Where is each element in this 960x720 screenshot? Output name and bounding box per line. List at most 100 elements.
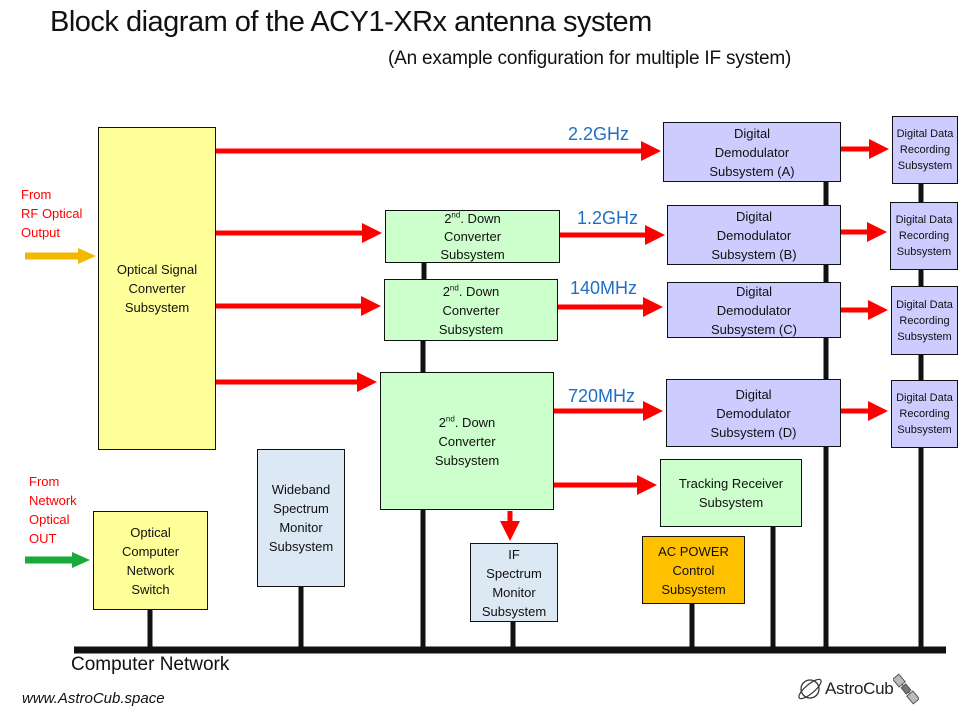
block-label-line: Computer <box>121 543 180 559</box>
ac-power-control-block[interactable]: AC POWER Control Subsystem <box>642 536 745 604</box>
down-converter-block-2[interactable]: 2nd. Down Converter Subsystem <box>384 279 558 341</box>
computer-network-label: Computer Network <box>71 654 230 675</box>
tracking-receiver-block[interactable]: Tracking Receiver Subsystem <box>660 459 802 527</box>
block-label-line: 2nd. Down <box>444 210 501 228</box>
ordinal-suffix: nd <box>451 210 461 220</box>
recording-block-4[interactable]: Digital Data Recording Subsystem <box>891 380 958 448</box>
website-link[interactable]: www.AstroCub.space <box>22 690 165 707</box>
block-label-line: IF <box>508 546 520 562</box>
block-label-line: Subsystem <box>440 246 505 262</box>
block-label-line: Subsystem <box>698 495 764 510</box>
block-label-line: Recording <box>898 230 950 242</box>
label-rest: . Down <box>460 210 501 226</box>
block-label-line: Subsystem (D) <box>710 424 797 440</box>
block-label-line: 2nd. Down <box>443 282 500 301</box>
down-converter-block-3[interactable]: 2nd. Down Converter Subsystem <box>380 372 554 510</box>
network-input-arrow <box>25 552 90 568</box>
network-input-label-line: Optical <box>29 512 70 527</box>
block-label-line: Monitor <box>492 584 536 600</box>
page-subtitle: (An example configuration for multiple I… <box>388 48 792 69</box>
block-label-line: Subsystem <box>897 330 952 343</box>
block-label-line: Recording <box>899 144 951 156</box>
block-label-line: Converter <box>442 302 500 318</box>
rf-input-label-line: From <box>21 187 52 202</box>
down-converter-block-1[interactable]: 2nd. Down Converter Subsystem <box>385 210 560 263</box>
block-label-line: Digital Data <box>895 214 953 226</box>
frequency-label-c: 140MHz <box>570 278 638 298</box>
network-input-label-line: From <box>29 474 60 489</box>
optical-network-switch-block[interactable]: Optical Computer Network Switch <box>93 511 208 610</box>
demodulator-block-b[interactable]: Digital Demodulator Subsystem (B) <box>667 205 841 265</box>
block-label-line: Converter <box>438 433 496 449</box>
block-label-line: Digital <box>735 283 773 299</box>
if-spectrum-monitor-block[interactable]: IF Spectrum Monitor Subsystem <box>470 543 558 622</box>
block-label-line: Spectrum <box>273 501 329 516</box>
rf-input-arrow <box>25 248 96 264</box>
block-label-line: Control <box>672 562 715 578</box>
ordinal: 2 <box>442 283 450 299</box>
network-input-label-line: Network <box>29 493 77 508</box>
block-label-line: Subsystem <box>897 424 952 436</box>
label-rest: . Down <box>454 414 496 430</box>
block-label-line: Subsystem <box>438 321 504 337</box>
block-label-line: 2nd. Down <box>439 413 496 432</box>
rf-input-label: From RF Optical Output <box>21 185 82 242</box>
block-label-line: Demodulator <box>716 405 791 421</box>
ordinal-suffix: nd <box>445 414 455 424</box>
block-label-line: Digital Data <box>896 128 954 140</box>
block-label-line: Subsystem <box>897 160 953 172</box>
block-label-line: Network <box>126 562 175 578</box>
block-label-line: Subsystem <box>661 581 726 597</box>
demodulator-block-c[interactable]: Digital Demodulator Subsystem (C) <box>667 282 841 338</box>
ordinal-suffix: nd <box>449 283 459 293</box>
block-label-line: Spectrum <box>486 565 542 581</box>
block-label-line: Converter <box>443 228 502 244</box>
block-label-line: Switch <box>131 581 170 597</box>
block-label-line: Demodulator <box>716 302 792 318</box>
network-input-label-line: OUT <box>29 531 57 546</box>
rf-input-label-line: Output <box>21 225 61 240</box>
block-label-line: Optical Signal <box>116 262 198 277</box>
demodulator-block-d[interactable]: Digital Demodulator Subsystem (D) <box>666 379 841 447</box>
block-label-line: AC POWER <box>658 543 729 559</box>
block-label-line: Optical <box>130 524 171 540</box>
frequency-label-d: 720MHz <box>568 386 636 406</box>
recording-block-1[interactable]: Digital Data Recording Subsystem <box>892 116 958 184</box>
block-label-line: Subsystem <box>268 539 334 554</box>
ordinal: 2 <box>444 210 452 226</box>
wideband-spectrum-monitor-block[interactable]: Wideband Spectrum Monitor Subsystem <box>257 449 345 587</box>
demodulator-block-a[interactable]: Digital Demodulator Subsystem (A) <box>663 122 841 182</box>
logo-text: AstroCub <box>825 679 894 698</box>
block-label-line: Subsystem (C) <box>711 321 797 337</box>
satellite-icon <box>893 673 920 705</box>
recording-block-3[interactable]: Digital Data Recording Subsystem <box>891 286 958 355</box>
block-label-line: Subsystem <box>124 300 190 315</box>
block-label-line: Monitor <box>279 520 323 535</box>
frequency-label-a: 2.2GHz <box>568 124 630 144</box>
network-input-label: From Network Optical OUT <box>29 472 77 548</box>
block-label-line: Subsystem <box>481 603 547 619</box>
block-label-line: Subsystem (A) <box>709 163 795 179</box>
optical-signal-converter-block[interactable]: Optical Signal Converter Subsystem <box>98 127 216 450</box>
block-label-line: Demodulator <box>716 227 792 243</box>
frequency-label-b: 1.2GHz <box>577 208 639 228</box>
block-label-line: Subsystem (B) <box>711 246 797 262</box>
block-label-line: Digital <box>733 125 771 141</box>
block-label-line: Digital <box>735 386 772 402</box>
recording-block-2[interactable]: Digital Data Recording Subsystem <box>890 202 958 270</box>
block-label-line: Digital Data <box>896 392 953 404</box>
planet-icon <box>798 678 822 700</box>
label-rest: . Down <box>458 283 500 299</box>
ordinal: 2 <box>438 414 446 430</box>
block-label-line: Digital <box>735 208 773 224</box>
block-label-line: Digital Data <box>896 298 953 311</box>
block-label-line: Tracking Receiver <box>678 476 784 491</box>
page-title: Block diagram of the ACY1-XRx antenna sy… <box>50 6 652 38</box>
block-label-line: Converter <box>128 281 186 296</box>
block-label-line: Recording <box>899 314 950 327</box>
block-label-line: Subsystem <box>896 246 952 258</box>
block-label-line: Demodulator <box>714 144 790 160</box>
astrocub-logo: AstroCub <box>795 672 920 706</box>
block-label-line: Wideband <box>271 482 331 497</box>
block-label-line: Subsystem <box>434 452 500 468</box>
